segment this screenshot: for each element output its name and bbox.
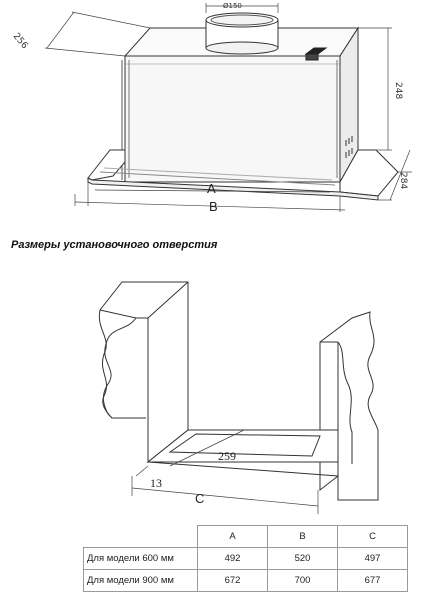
housing-front-face xyxy=(124,55,341,183)
left-wall xyxy=(99,281,189,464)
table-corner-cell xyxy=(83,525,198,548)
cell-value: 672 xyxy=(197,569,268,592)
inner-depth-dimension xyxy=(169,429,245,467)
cell-value: 700 xyxy=(267,569,338,592)
height-dimension xyxy=(358,27,392,151)
width-c-dimension xyxy=(131,465,319,514)
dimension-a-label: A xyxy=(207,181,216,196)
side-label: 284 xyxy=(398,172,408,189)
hood-unit-drawing xyxy=(44,3,412,212)
inner-depth-label: 259 xyxy=(218,449,236,463)
dimension-b-label: B xyxy=(209,199,218,214)
cell-value: 492 xyxy=(197,547,268,570)
row-label: Для модели 600 мм xyxy=(83,547,198,570)
table-header-row: A B C xyxy=(83,525,408,548)
height-label: 248 xyxy=(393,82,403,99)
column-header-b: B xyxy=(267,525,338,548)
depth-dimension xyxy=(44,11,151,57)
cutout-drawing xyxy=(98,281,379,514)
column-header-c: C xyxy=(337,525,408,548)
table-row: Для модели 900 мм 672 700 677 xyxy=(83,569,408,592)
table-row: Для модели 600 мм 492 520 497 xyxy=(83,547,408,570)
section-title: Размеры установочного отверстия xyxy=(11,239,218,251)
column-header-a: A xyxy=(197,525,268,548)
diameter-label: Ø150 xyxy=(223,2,242,10)
cell-value: 520 xyxy=(267,547,338,570)
depth-label: 256 xyxy=(11,32,30,52)
duct-collar xyxy=(205,12,279,55)
side-vents xyxy=(345,136,353,158)
width-dimensions xyxy=(74,182,346,212)
dimensions-table: A B C Для модели 600 мм 492 520 497 Для … xyxy=(83,525,408,592)
cell-value: 677 xyxy=(337,569,408,592)
side-dimension xyxy=(378,149,412,201)
bottom-flange xyxy=(87,149,399,201)
right-wall xyxy=(319,311,379,501)
cell-value: 497 xyxy=(337,547,408,570)
dimension-c-label: C xyxy=(195,491,204,506)
offset-label: 13 xyxy=(150,476,162,490)
diameter-dimension xyxy=(205,3,279,13)
row-label: Для модели 900 мм xyxy=(83,569,198,592)
